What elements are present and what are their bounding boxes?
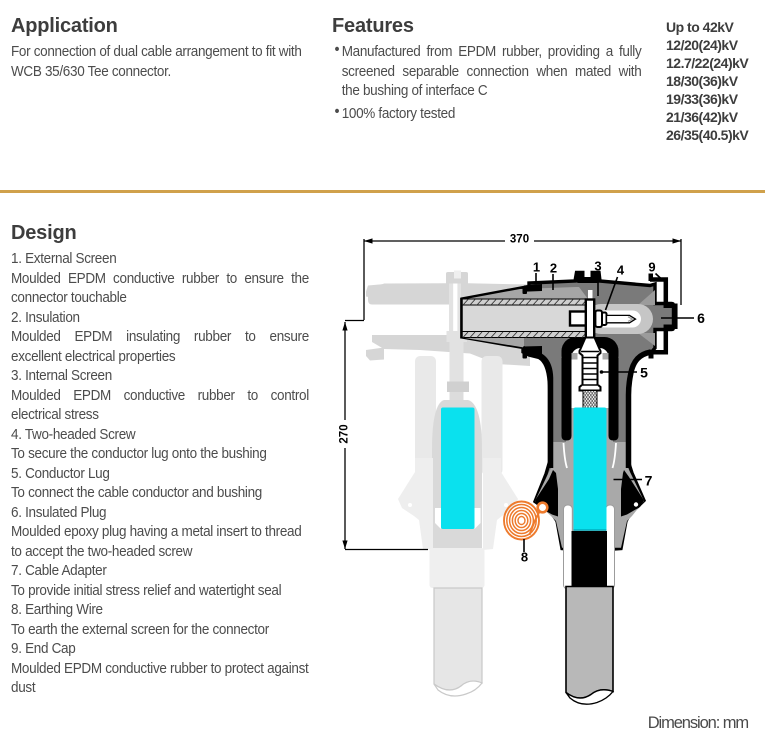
svg-text:7: 7 [645, 473, 653, 489]
svg-text:9: 9 [648, 260, 655, 275]
svg-text:8: 8 [521, 550, 528, 565]
svg-text:5: 5 [640, 365, 648, 381]
svg-text:270: 270 [339, 424, 351, 443]
svg-text:370: 370 [510, 234, 529, 246]
svg-text:3: 3 [594, 259, 601, 274]
svg-text:1: 1 [533, 260, 540, 275]
svg-text:6: 6 [697, 310, 705, 326]
svg-text:4: 4 [617, 263, 625, 278]
svg-text:2: 2 [550, 261, 557, 276]
